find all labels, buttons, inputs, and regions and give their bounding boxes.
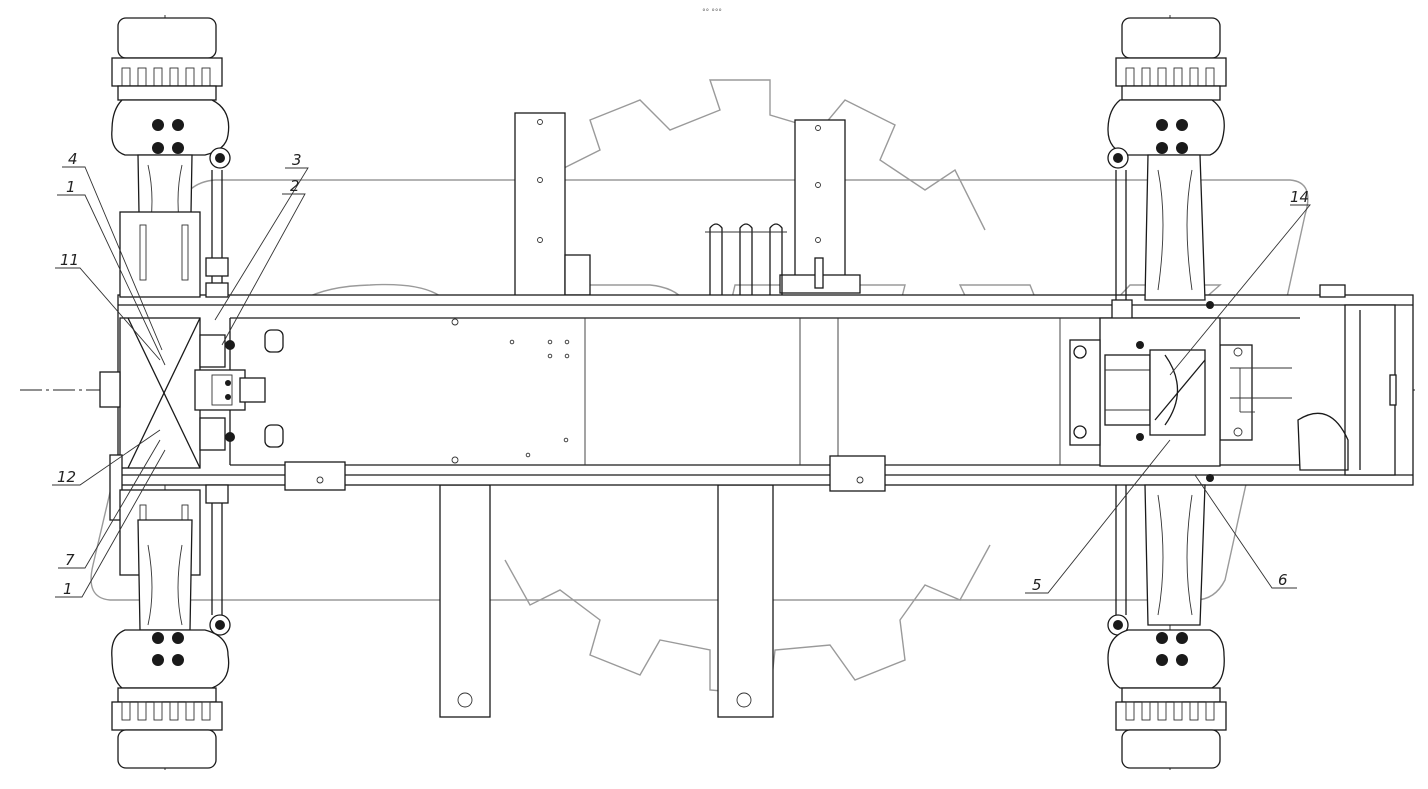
callout-label-1-top: 1: [66, 178, 76, 196]
outriggers: [439, 112, 861, 718]
callout-label-12: 12: [57, 468, 76, 486]
callout-label-14: 14: [1290, 188, 1309, 206]
rear-differential-left: [1069, 339, 1101, 446]
callout-leaders: [52, 166, 1311, 598]
rear-arc-component: [1297, 412, 1349, 471]
outrigger-bottom-left-hole: [457, 692, 473, 708]
callout-label-1-bottom: 1: [63, 580, 73, 598]
outrigger-bottom-right: [717, 484, 774, 718]
front-wheel-flange-bottom: [111, 701, 223, 731]
front-steering-cylinder: [194, 369, 246, 411]
front-axle: [99, 17, 266, 769]
frame-bottom-plate-left: [284, 461, 346, 491]
rear-axle: [1069, 17, 1227, 769]
outrigger-bottom-left: [439, 484, 491, 718]
front-knuckle-top: [111, 99, 230, 156]
frame-bottom-plate-right: [829, 455, 886, 492]
callout-label-11: 11: [60, 251, 79, 269]
outrigger-top-left: [514, 112, 566, 297]
callout-label-5: 5: [1032, 576, 1042, 594]
rear-wheel-flange-top: [1115, 57, 1227, 87]
outrigger-top-left-bracket: [564, 254, 591, 296]
hydraulic-hoses: [705, 223, 824, 295]
callout-label-7: 7: [65, 551, 75, 569]
front-knuckle-bottom: [111, 629, 230, 689]
rear-wheel-flange-bottom: [1115, 701, 1227, 731]
outrigger-bottom-right-hole: [736, 692, 752, 708]
callout-label-2: 2: [290, 177, 300, 195]
front-wheel-hub-bottom: [117, 729, 217, 769]
rear-counterweight: [1344, 304, 1396, 476]
front-wheel-flange-top: [111, 57, 223, 87]
rear-wheel-hub-bottom: [1121, 729, 1221, 769]
callout-labels: 4 1 3 2 11 12 7 1 14 5 6: [57, 150, 1309, 598]
rear-bracket: [1219, 344, 1253, 441]
front-axle-beam: [119, 317, 201, 469]
callout-label-4: 4: [68, 150, 78, 168]
rear-wheel-hub-top: [1121, 17, 1221, 59]
callout-label-3: 3: [292, 151, 302, 169]
callout-label-6: 6: [1278, 571, 1288, 589]
header-text: °° °°°: [702, 8, 722, 16]
front-wheel-hub-top: [117, 17, 217, 59]
